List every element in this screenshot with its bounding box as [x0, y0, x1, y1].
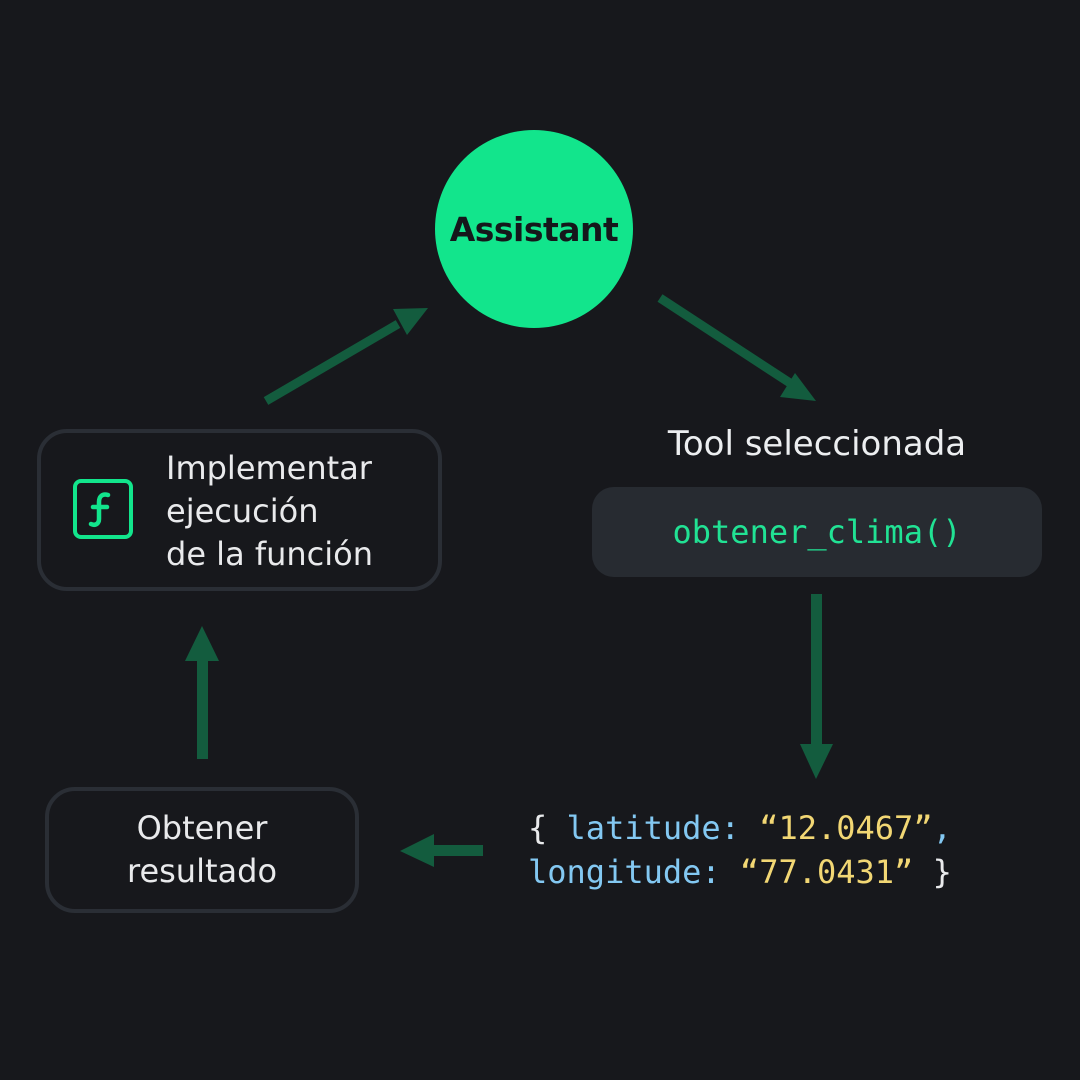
- json-longitude-key: longitude: [528, 853, 702, 891]
- json-open-brace: {: [528, 809, 548, 847]
- result-line-1: Obtener: [136, 809, 268, 847]
- arrow-tool-to-arguments: [800, 594, 833, 779]
- json-close-brace: }: [932, 853, 952, 891]
- implement-line-3: de la función: [166, 535, 374, 573]
- result-line-2: resultado: [126, 852, 278, 890]
- arrow-implement-to-assistant: [263, 308, 428, 405]
- implement-line-2: ejecución: [166, 492, 319, 530]
- get-result-node: Obtener resultado: [45, 787, 359, 913]
- json-latitude-value: “12.0467”: [759, 809, 933, 847]
- implement-line-1: Implementar: [166, 449, 372, 487]
- tool-function-code: obtener_clima(): [592, 487, 1042, 577]
- tool-selected-label: Tool seleccionada: [667, 424, 967, 464]
- implement-function-text: Implementar ejecución de la función: [166, 447, 373, 576]
- arrow-assistant-to-tool: [657, 294, 816, 401]
- arrow-result-to-implement: [185, 626, 219, 759]
- assistant-label: Assistant: [449, 209, 619, 249]
- arrow-arguments-to-result: [400, 834, 483, 867]
- json-latitude-key: latitude: [566, 809, 721, 847]
- arguments-json: { latitude: “12.0467”, longitude: “77.04…: [528, 809, 952, 891]
- implement-function-node: Implementar ejecución de la función: [37, 429, 442, 591]
- tool-function-name: obtener_clima(): [672, 513, 962, 551]
- json-longitude-value: “77.0431”: [739, 853, 914, 891]
- function-icon: [73, 479, 133, 539]
- assistant-node: Assistant: [435, 130, 633, 328]
